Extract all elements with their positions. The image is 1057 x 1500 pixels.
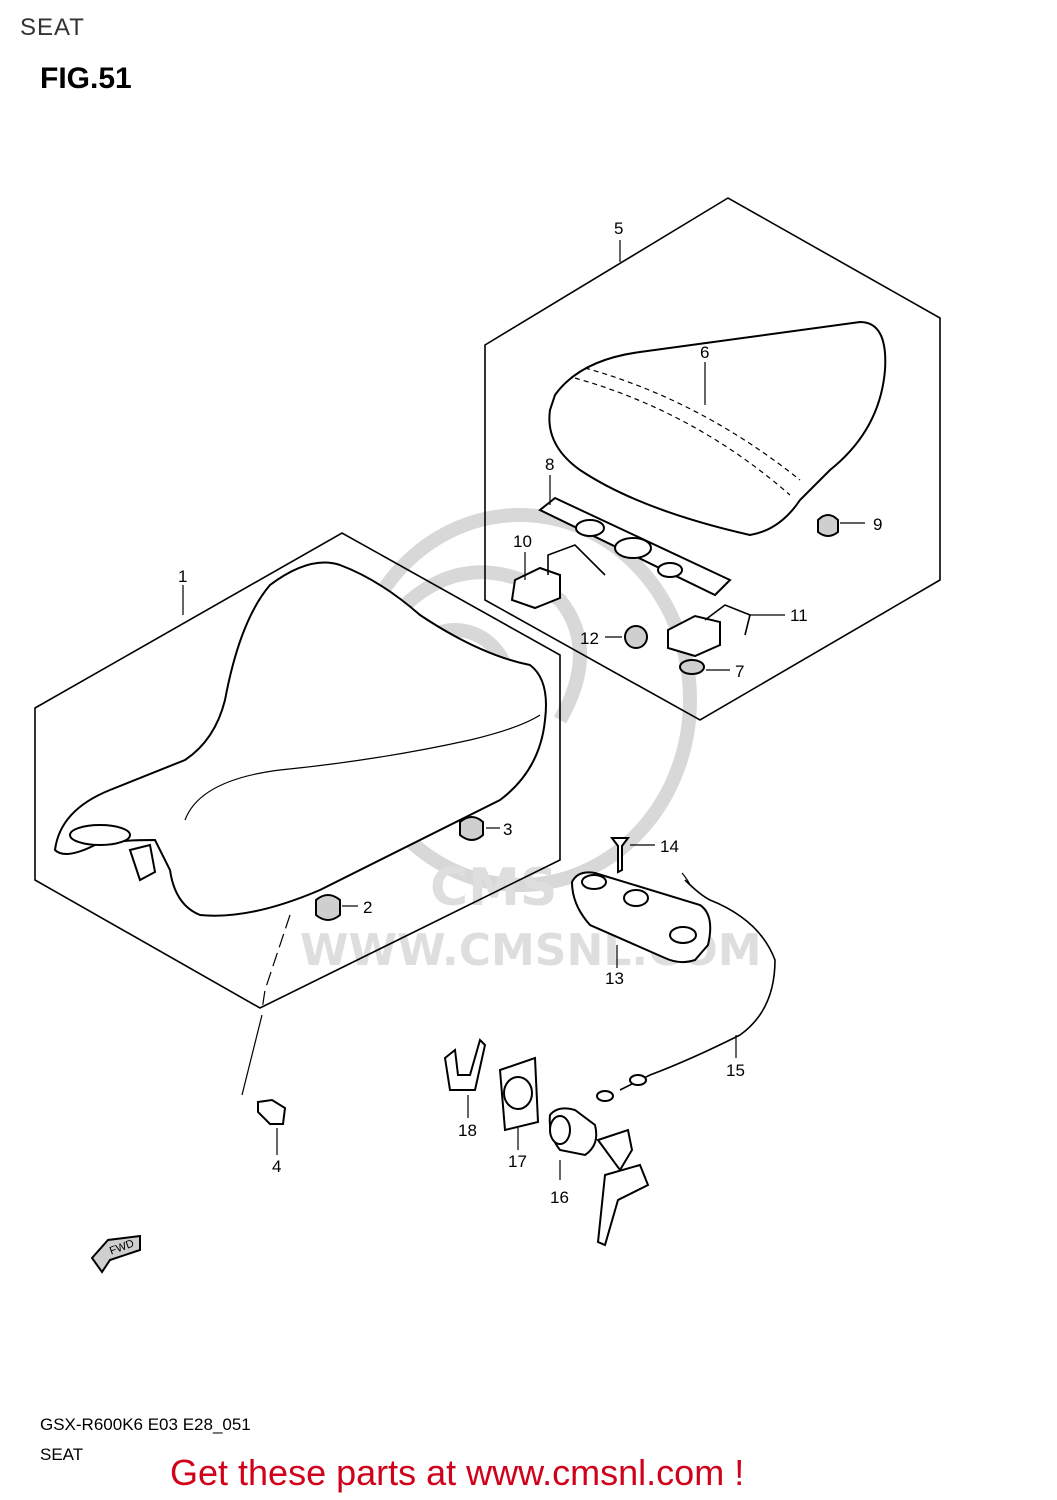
callout-5: 5 <box>614 219 623 238</box>
rider-seat-group-box <box>34 532 561 1009</box>
pillion-seat-cushion <box>548 320 887 537</box>
callout-14: 14 <box>660 837 679 856</box>
bolt-4 <box>257 1098 287 1125</box>
callout-1: 1 <box>178 567 187 586</box>
model-code: GSX-R600K6 E03 E28_051 <box>40 1415 251 1434</box>
callout-8: 8 <box>545 455 554 474</box>
nut-7 <box>679 659 705 675</box>
holder-18 <box>443 1038 487 1091</box>
callout-17: 17 <box>508 1152 527 1171</box>
fwd-arrow-icon: FWD <box>90 1234 141 1274</box>
screw-14 <box>610 837 630 874</box>
rubber-cushion-3 <box>459 816 484 841</box>
section-title: SEAT <box>20 14 85 41</box>
callout-16: 16 <box>550 1188 569 1207</box>
footer-section-title: SEAT <box>40 1445 84 1464</box>
rider-seat <box>53 561 547 917</box>
callout-2: 2 <box>363 898 372 917</box>
callout-3: 3 <box>503 820 512 839</box>
callout-11: 11 <box>790 606 808 625</box>
callout-15: 15 <box>726 1061 745 1080</box>
seat-hook-front <box>510 566 561 610</box>
callout-7: 7 <box>735 662 744 681</box>
callout-12: 12 <box>580 629 599 648</box>
pillion-seat-group-box <box>484 197 941 721</box>
seat-lock-cable-15 <box>619 879 776 1091</box>
callout-4: 4 <box>272 1157 281 1176</box>
figure-number: FIG.51 <box>40 62 132 95</box>
callout-10: 10 <box>513 532 532 551</box>
seat-hook-rear <box>667 614 721 658</box>
rubber-cushion-9 <box>817 514 839 537</box>
shop-link[interactable]: Get these parts at www.cmsnl.com ! <box>170 1452 745 1493</box>
callout-13: 13 <box>605 969 624 988</box>
callout-9: 9 <box>873 515 882 534</box>
callout-6: 6 <box>700 343 709 362</box>
rubber-cushion-2 <box>315 894 341 921</box>
watermark-cms: CMS <box>430 858 557 918</box>
callout-18: 18 <box>458 1121 477 1140</box>
clip-nut-12 <box>624 625 648 649</box>
